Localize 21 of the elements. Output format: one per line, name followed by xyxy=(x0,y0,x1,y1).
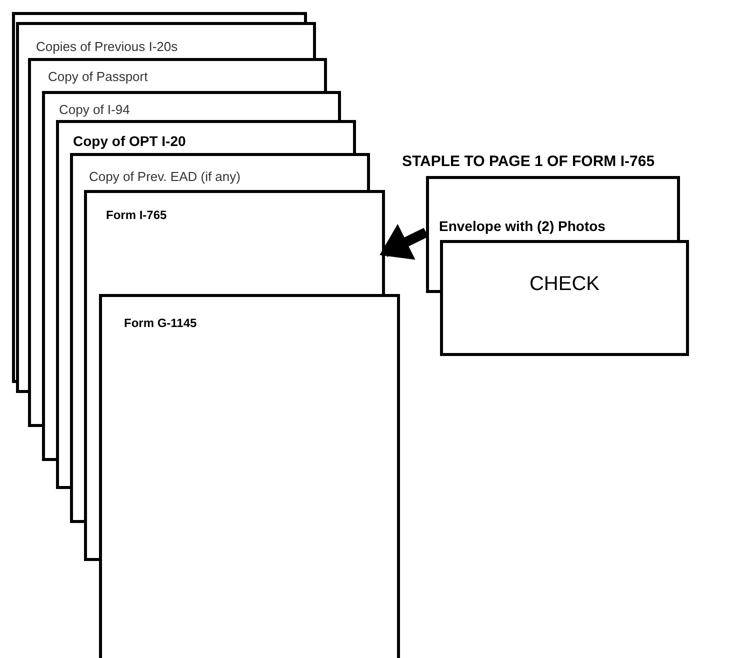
document-page xyxy=(12,12,307,22)
page-title: CHECK xyxy=(529,272,600,297)
envelope-card xyxy=(426,176,680,240)
arrow xyxy=(380,224,428,260)
page-title: Copies of Previous I-20s xyxy=(36,39,178,56)
document-page xyxy=(16,22,316,58)
page-title: Copy of I-94 xyxy=(59,102,130,118)
document-page xyxy=(56,120,356,153)
check-card xyxy=(440,240,689,356)
instruction-note: STAPLE TO PAGE 1 OF FORM I-765 xyxy=(402,152,655,172)
document-page xyxy=(28,58,327,91)
document-page xyxy=(42,91,341,120)
page-title: Copy of OPT I-20 xyxy=(73,133,186,150)
page-title: Copy of Passport xyxy=(48,69,148,86)
page-title: Copy of Prev. EAD (if any) xyxy=(89,169,240,186)
document-page xyxy=(99,294,400,658)
page-title: Form G-1145 xyxy=(124,316,197,331)
document-page xyxy=(70,153,370,190)
page-title: Form I-765 xyxy=(106,208,167,223)
document-page xyxy=(84,190,385,294)
page-title: Envelope with (2) Photos xyxy=(439,218,606,236)
